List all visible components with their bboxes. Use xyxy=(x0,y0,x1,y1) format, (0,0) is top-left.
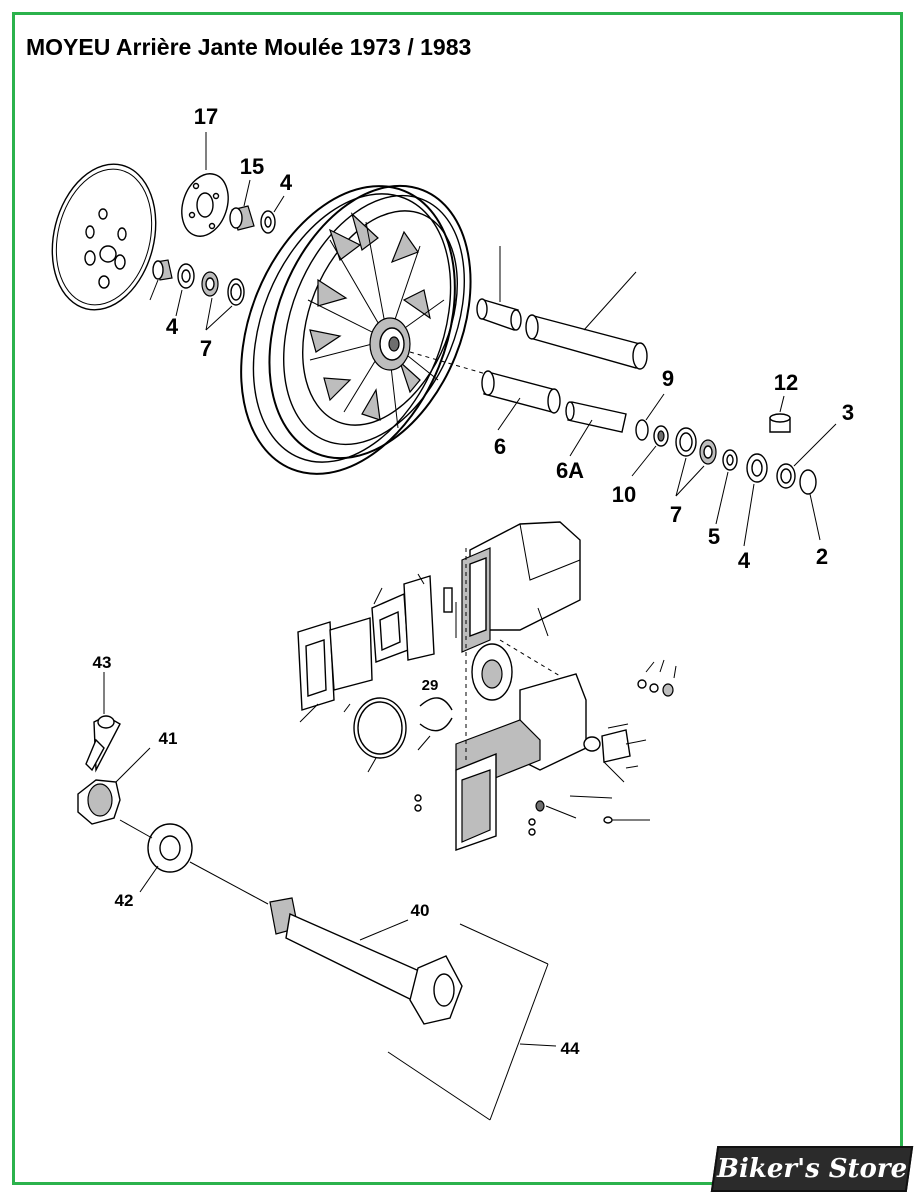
retaining-rings xyxy=(353,697,453,773)
right-bearing-stack xyxy=(631,393,837,547)
axle-sleeves-lower xyxy=(481,370,627,457)
part-label-15: 15 xyxy=(240,154,264,179)
part-label-7-right: 7 xyxy=(670,502,682,527)
part-label-2: 2 xyxy=(816,544,828,569)
part-label-6: 6 xyxy=(494,434,506,459)
store-logo-text: Biker's Store xyxy=(716,1154,908,1184)
page-title: MOYEU Arrière Jante Moulée 1973 / 1983 xyxy=(26,34,472,60)
part-label-29: 29 xyxy=(422,677,439,694)
left-bearing-group xyxy=(149,259,245,331)
part-label-17: 17 xyxy=(194,104,218,129)
part-label-12: 12 xyxy=(774,370,798,395)
swing-arm-assembly xyxy=(443,521,587,851)
part-label-9: 9 xyxy=(662,366,674,391)
part-label-7-left: 7 xyxy=(200,336,212,361)
part-label-40: 40 xyxy=(411,901,430,920)
part-label-10: 10 xyxy=(612,482,636,507)
part-label-4-right: 4 xyxy=(738,548,751,573)
store-logo: Biker's Store xyxy=(710,1146,914,1192)
part-label-4-left: 4 xyxy=(166,314,179,339)
part-label-5: 5 xyxy=(708,524,720,549)
part-label-42: 42 xyxy=(115,891,134,910)
part-label-44: 44 xyxy=(561,1039,580,1058)
part-label-43: 43 xyxy=(93,653,112,672)
cast-wheel xyxy=(240,184,487,475)
chain-guard-brackets xyxy=(297,573,435,723)
part-label-3: 3 xyxy=(842,400,854,425)
sprocket-disc xyxy=(51,163,157,311)
part-label-6a: 6A xyxy=(556,458,584,483)
axle-sleeves-upper xyxy=(476,246,648,370)
brake-disc-plate xyxy=(181,132,229,237)
spacer-and-bearing xyxy=(229,179,285,234)
part-label-41: 41 xyxy=(159,729,178,748)
part-label-4-top: 4 xyxy=(280,170,293,195)
axle-assembly xyxy=(77,672,557,1121)
small-hardware xyxy=(414,659,677,836)
diagram-frame xyxy=(12,12,903,1185)
